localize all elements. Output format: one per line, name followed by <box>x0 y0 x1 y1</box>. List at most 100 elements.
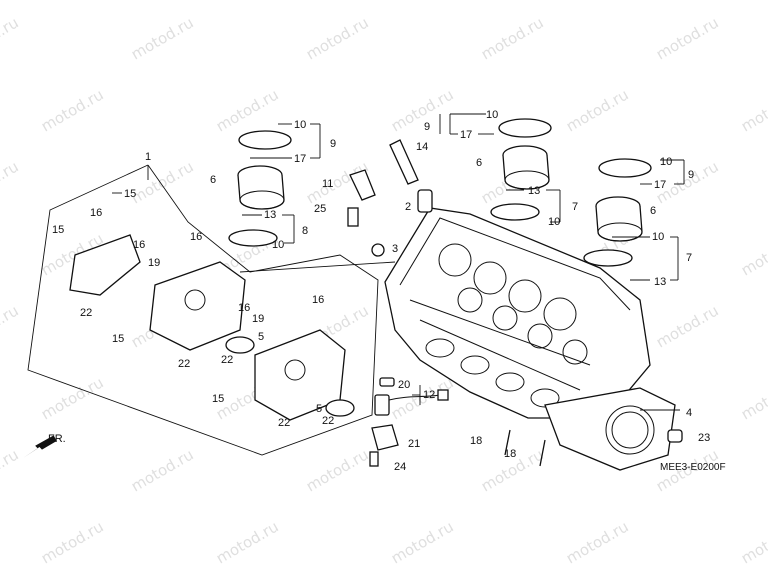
callout-c15d: 15 <box>212 393 224 405</box>
callout-c9c: 9 <box>688 169 694 181</box>
watermark-text: motod.ru <box>738 373 768 423</box>
hose-clamps <box>228 118 652 267</box>
callout-c16d: 16 <box>238 302 250 314</box>
callout-c4: 4 <box>686 407 692 419</box>
watermark-text: motod.ru <box>128 445 197 495</box>
dowel-2 <box>417 189 433 213</box>
cam-pulse-sensor <box>369 377 449 467</box>
callout-c5b: 5 <box>316 403 322 415</box>
callout-c13a: 13 <box>264 209 276 221</box>
callout-c22c: 22 <box>221 354 233 366</box>
callout-c10b: 10 <box>486 109 498 121</box>
front-arrow-icon <box>23 435 57 459</box>
callout-c25: 25 <box>314 203 326 215</box>
bolt-25 <box>347 207 359 227</box>
callout-c13b: 13 <box>528 185 540 197</box>
watermark-text: motod.ru <box>738 229 768 279</box>
leader-lines <box>112 113 685 411</box>
callout-c22a: 22 <box>80 307 92 319</box>
callout-c15b: 15 <box>52 224 64 236</box>
callout-c18b: 18 <box>504 448 516 460</box>
diagram-code: MEE3-E0200F <box>660 462 726 473</box>
leader <box>239 261 396 273</box>
callout-c8: 8 <box>302 225 308 237</box>
callout-c15c: 15 <box>112 333 124 345</box>
watermark-text: motod.ru <box>653 301 722 351</box>
callout-c14: 14 <box>416 141 428 153</box>
callout-c12: 12 <box>423 389 435 401</box>
watermark-text: motod.ru <box>38 85 107 135</box>
stud-bolt <box>504 429 511 456</box>
watermark-text: motod.ru <box>388 517 457 567</box>
callout-c7b: 7 <box>686 252 692 264</box>
watermark-text: motod.ru <box>0 445 22 495</box>
callout-c22d: 22 <box>278 417 290 429</box>
callout-c6c: 6 <box>650 205 656 217</box>
watermark-text: motod.ru <box>128 13 197 63</box>
callout-c16a: 16 <box>90 207 102 219</box>
o-ring <box>325 399 355 417</box>
watermark-text: motod.ru <box>0 157 22 207</box>
assembly-boundary <box>27 164 379 456</box>
watermark-text: motod.ru <box>563 517 632 567</box>
callout-c17b: 17 <box>460 129 472 141</box>
dowel-pin <box>667 429 683 443</box>
front-marker: FR. <box>48 433 66 445</box>
bolt-14 <box>389 139 419 185</box>
callout-c16b: 16 <box>133 239 145 251</box>
watermark-text: motod.ru <box>478 13 547 63</box>
washer-3 <box>371 243 385 257</box>
watermark-text: motod.ru <box>738 85 768 135</box>
watermark-text: motod.ru <box>653 13 722 63</box>
cam-holders <box>69 234 346 421</box>
callout-c5a: 5 <box>258 331 264 343</box>
callout-c9b: 9 <box>424 121 430 133</box>
callout-c19a: 19 <box>148 257 160 269</box>
watermark-text: motod.ru <box>0 301 22 351</box>
callout-c22b: 22 <box>178 358 190 370</box>
watermark-text: motod.ru <box>38 373 107 423</box>
callout-c10d: 10 <box>272 239 284 251</box>
watermark-text: motod.ru <box>213 517 282 567</box>
watermark-text: motod.ru <box>388 85 457 135</box>
watermark-text: motod.ru <box>563 85 632 135</box>
callout-c3: 3 <box>392 243 398 255</box>
watermark-text: motod.ru <box>38 517 107 567</box>
callout-c23: 23 <box>698 432 710 444</box>
callout-c1: 1 <box>145 151 151 163</box>
stud-bolt <box>539 439 546 467</box>
callout-c17c: 17 <box>654 179 666 191</box>
callout-c13c: 13 <box>654 276 666 288</box>
callout-c24: 24 <box>394 461 406 473</box>
callout-c7a: 7 <box>572 201 578 213</box>
watermark-text: motod.ru <box>738 517 768 567</box>
watermark-text: motod.ru <box>303 13 372 63</box>
callout-c6a: 6 <box>210 174 216 186</box>
watermark-text: motod.ru <box>128 157 197 207</box>
callout-c9a: 9 <box>330 138 336 150</box>
callout-labels: 1234556667789991010101010101112131313141… <box>52 109 710 473</box>
callout-c22e: 22 <box>322 415 334 427</box>
callout-c10f: 10 <box>652 231 664 243</box>
callout-c21: 21 <box>408 438 420 450</box>
callout-c11: 11 <box>322 178 333 190</box>
head-gasket <box>544 387 676 471</box>
callout-c10c: 10 <box>660 156 672 168</box>
watermark-text: motod.ru <box>303 445 372 495</box>
callout-c15a: 15 <box>124 188 136 200</box>
watermark-text: motod.ru <box>213 85 282 135</box>
callout-c20: 20 <box>398 379 410 391</box>
callout-c10e: 10 <box>548 216 560 228</box>
watermark-layer: motod.ru motod.ru motod.ru motod.ru motod.ru… <box>0 13 768 567</box>
spark-plug <box>349 169 376 201</box>
callout-c16c: 16 <box>190 231 202 243</box>
callout-c10a: 10 <box>294 119 306 131</box>
callout-c18a: 18 <box>470 435 482 447</box>
watermark-text: motod.ru <box>0 13 22 63</box>
callout-c2: 2 <box>405 201 411 213</box>
intake-boots <box>237 145 643 242</box>
callout-c17a: 17 <box>294 153 306 165</box>
o-ring <box>225 336 255 354</box>
